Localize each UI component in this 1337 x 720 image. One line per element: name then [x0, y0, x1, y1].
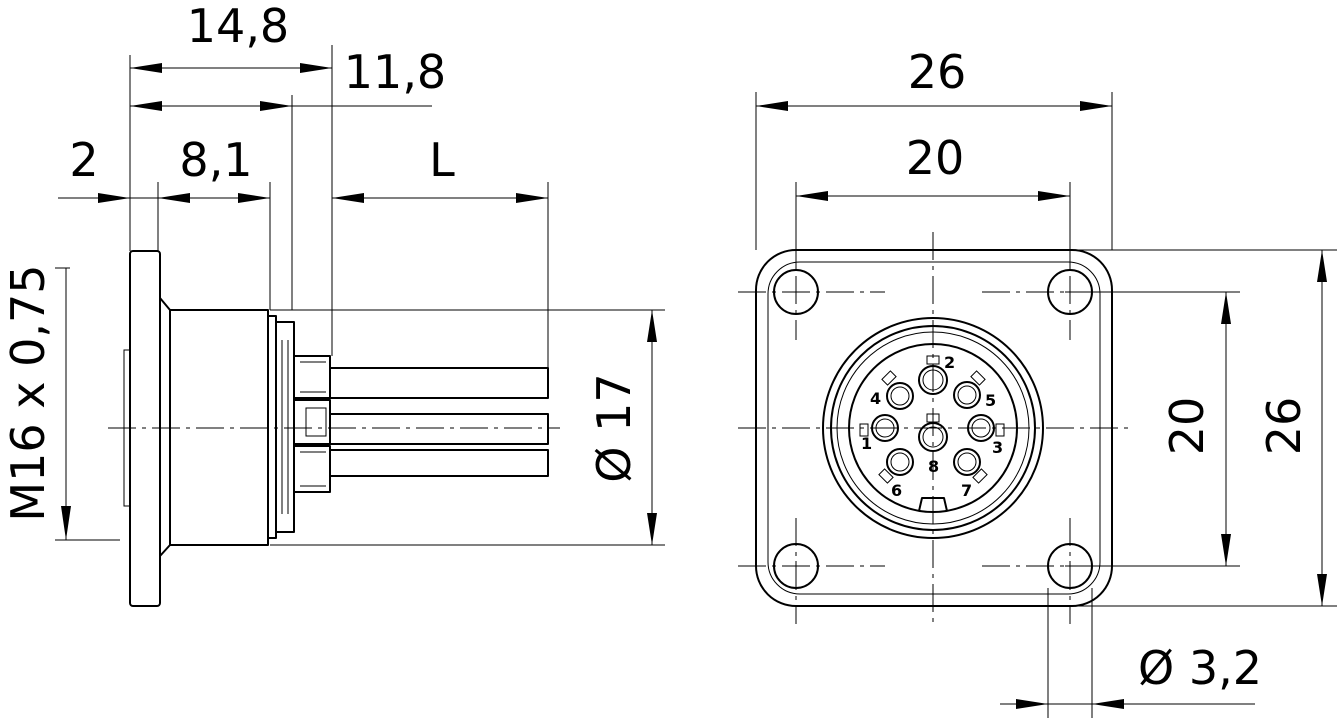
- dim-thread-label: M16 x 0,75: [1, 264, 55, 521]
- pin-label-8: 8: [928, 457, 939, 476]
- dim-20-width-label: 20: [906, 131, 965, 185]
- pin-label-6: 6: [891, 481, 902, 500]
- dim-26-height-label: 26: [1257, 397, 1311, 456]
- pin-label-1: 1: [861, 434, 872, 453]
- dim-2-label: 2: [69, 133, 98, 187]
- lead-2: [329, 413, 549, 445]
- lead-3: [329, 449, 549, 477]
- dim-26-width-label: 26: [908, 45, 967, 99]
- dim-14-8-label: 14,8: [187, 0, 289, 53]
- side-view: 14,8 11,8 2 8,1 L M16 x 0,75 Ø 17: [1, 0, 665, 607]
- pin-label-3: 3: [992, 438, 1003, 457]
- dim-L-label: L: [429, 133, 455, 187]
- pin-label-2: 2: [944, 353, 955, 372]
- dim-diameter-17-label: Ø 17: [587, 373, 641, 482]
- dim-8-1-label: 8,1: [179, 133, 252, 187]
- pin-label-7: 7: [961, 481, 972, 500]
- contact-1: [859, 414, 899, 442]
- keyway: [918, 497, 948, 512]
- contact-7: [953, 448, 988, 484]
- insert-face-circle: [848, 343, 1018, 513]
- contact-3: [967, 414, 1005, 442]
- contact-2: [918, 355, 948, 395]
- contact-6: [878, 448, 914, 484]
- coupling-ring-outer: [822, 317, 1044, 539]
- insert-ring: [267, 315, 277, 539]
- contact-center: [918, 413, 948, 452]
- pin-label-4: 4: [870, 389, 881, 408]
- housing-outline: [159, 297, 269, 557]
- front-view: 1 2 3 4 5 6 7 8 26 20 20: [738, 45, 1337, 718]
- insert-face: [275, 321, 295, 533]
- dim-20-height-label: 20: [1160, 397, 1214, 456]
- contact-5: [953, 370, 986, 409]
- dim-hole-diameter-label: Ø 3,2: [1138, 641, 1262, 695]
- dim-11-8-label: 11,8: [344, 45, 446, 99]
- pin-label-5: 5: [985, 391, 996, 410]
- contact-4: [881, 370, 914, 410]
- lead-1: [329, 367, 549, 399]
